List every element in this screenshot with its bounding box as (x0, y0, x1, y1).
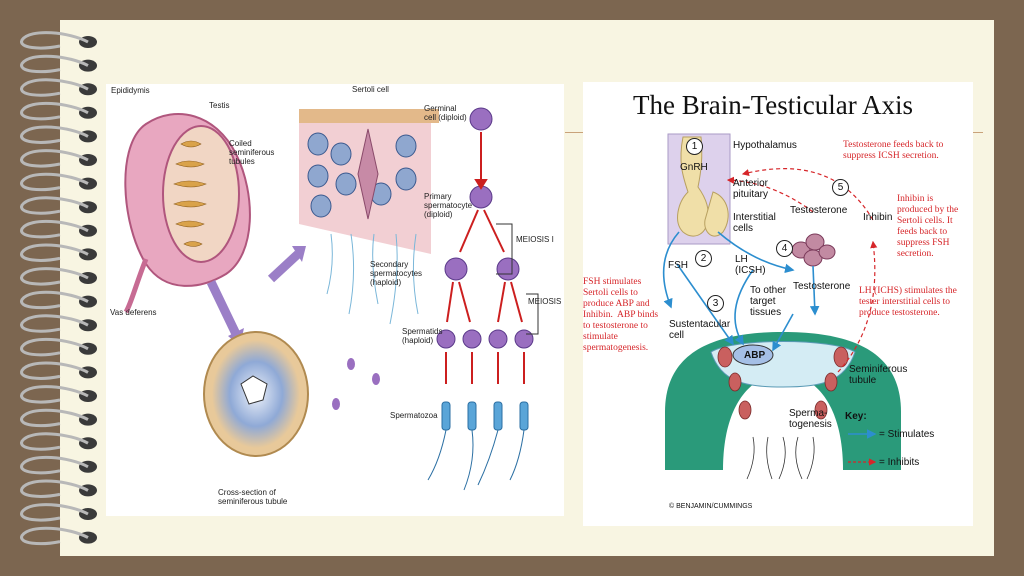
label-meiosis-1: MEIOSIS I (516, 235, 554, 244)
binding-ring (20, 337, 89, 357)
binding-ring (20, 479, 89, 498)
key-inhibits: = Inhibits (879, 457, 920, 468)
step-1: 1 (686, 138, 703, 155)
binding-ring (20, 101, 89, 121)
binding-ring (20, 503, 89, 522)
figure-title: The Brain-Testicular Axis (633, 90, 914, 120)
testis-illustration (123, 107, 539, 491)
label-meiosis-2: MEIOSIS II (528, 297, 564, 306)
label-testosterone-top: Testosterone (790, 205, 848, 216)
axis-illustration (662, 133, 901, 480)
note-fsh-stimulates: FSH stimulates Sertoli cells to produce … (583, 277, 659, 353)
label-spermatids: Spermatids (haploid) (402, 327, 443, 345)
label-testis: Testis (209, 101, 230, 110)
label-spermatozoa: Spermatozoa (390, 411, 438, 420)
binding-ring (20, 31, 89, 50)
label-sertoli-cell: Sertoli cell (352, 85, 389, 94)
label-inhibin: Inhibin (863, 212, 893, 223)
label-vas-deferens: Vas deferens (110, 308, 157, 317)
binding-ring (20, 290, 89, 310)
step-5: 5 (832, 179, 849, 196)
note-testosterone-feedback: Testosterone feeds back to suppress ICSH… (843, 140, 944, 161)
label-hypothalamus: Hypothalamus (733, 140, 797, 151)
credit-text: © BENJAMIN/CUMMINGS (669, 503, 753, 510)
label-other-target-tissues: To other target tissues (750, 285, 787, 318)
label-abp: ABP (744, 350, 766, 361)
label-epididymis: Epididymis (111, 86, 150, 95)
brain-testicular-axis-figure: The Brain-Testicular Axis 1 2 3 4 5 Hypo… (583, 82, 973, 526)
spiral-binding (20, 31, 97, 546)
label-gnrh: GnRH (680, 162, 708, 173)
binding-ring (20, 385, 89, 404)
binding-ring (20, 149, 89, 168)
binding-ring (20, 54, 89, 74)
label-lh-icsh: LH (ICSH) (735, 254, 766, 276)
step-3: 3 (707, 295, 724, 312)
binding-ring (20, 526, 89, 546)
key-title: Key: (845, 411, 867, 422)
label-coiled-tubules: Coiled seminiferous tubules (229, 139, 275, 166)
note-lh-stimulates: LH (ICHS) stimulates the tester intersti… (859, 286, 957, 318)
binding-ring (20, 219, 89, 239)
note-inhibin: Inhibin is produced by the Sertoli cells… (897, 194, 959, 259)
binding-ring (20, 267, 89, 286)
binding-ring (20, 361, 89, 380)
label-seminiferous-tubule: Seminiferous tubule (849, 364, 908, 386)
binding-ring (20, 172, 89, 192)
binding-ring (20, 243, 89, 262)
binding-ring (20, 408, 89, 428)
binding-ring (20, 432, 89, 451)
label-secondary-spermatocytes: Secondary spermatocytes (haploid) (370, 260, 423, 287)
label-testosterone-mid: Testosterone (793, 281, 851, 292)
binding-ring (20, 196, 89, 215)
label-spermatogenesis: Sperma- togenesis (789, 408, 832, 430)
label-interstitial-cells: Interstitial cells (733, 212, 776, 234)
binding-ring (20, 78, 89, 97)
label-primary-spermatocyte: Primary spermatocyte (diploid) (424, 192, 473, 219)
binding-ring (20, 125, 89, 144)
step-4: 4 (776, 240, 793, 257)
testis-anatomy-figure: Epididymis Testis Coiled seminiferous tu… (106, 84, 564, 516)
label-fsh: FSH (668, 260, 688, 271)
step-2: 2 (695, 250, 712, 267)
binding-ring (20, 455, 89, 475)
binding-ring (20, 314, 89, 333)
key-stimulates: = Stimulates (879, 429, 935, 440)
label-germinal-cell: Germinal cell (diploid) (424, 104, 467, 122)
label-cross-section: Cross-section of seminiferous tubule (218, 488, 288, 506)
label-sustentacular-cell: Sustentacular cell (669, 319, 731, 341)
label-anterior-pituitary: Anterior pituitary (733, 178, 769, 200)
